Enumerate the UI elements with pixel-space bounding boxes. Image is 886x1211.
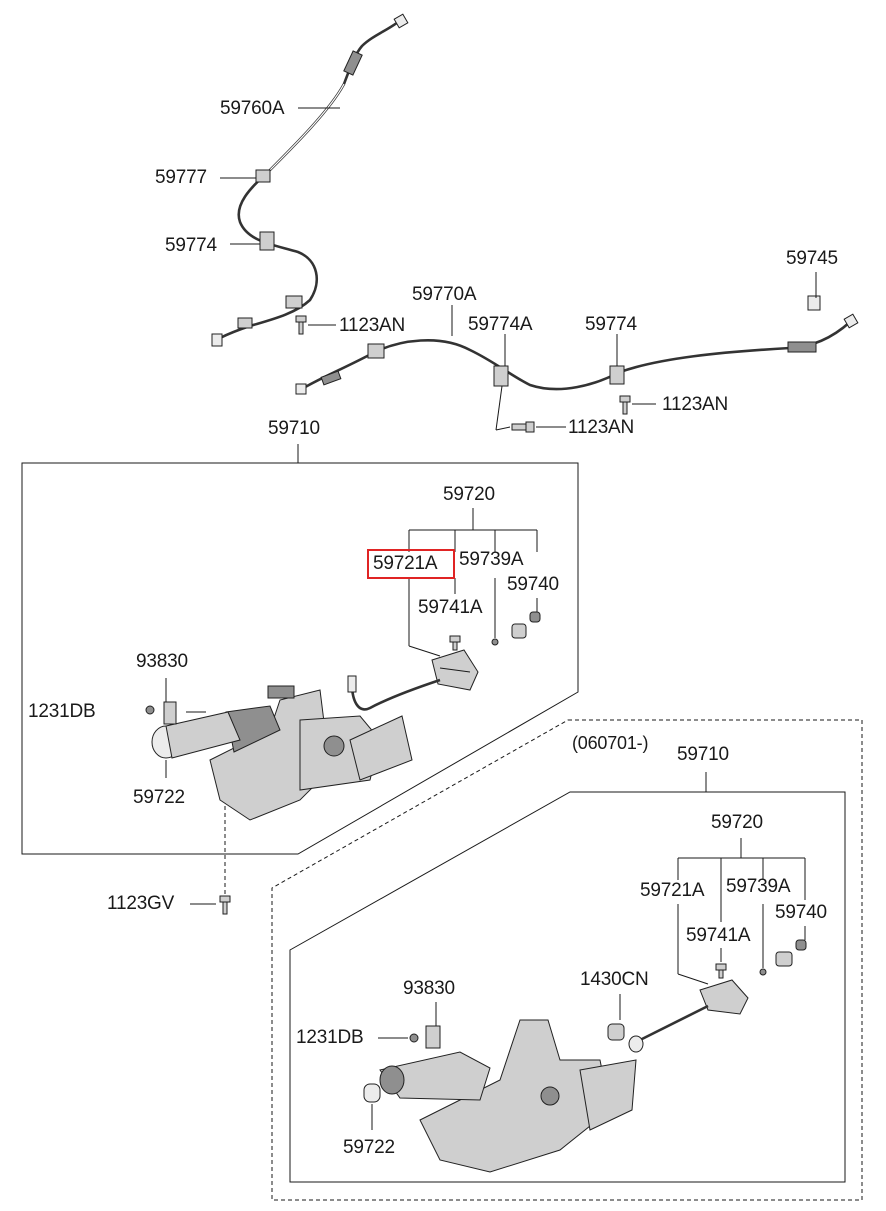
callout-93830-a[interactable]: 93830: [136, 651, 188, 672]
bracket-59721A-b: [607, 979, 749, 1053]
callout-59720-a[interactable]: 59720: [443, 484, 495, 505]
callout-59774-top[interactable]: 59774: [165, 235, 217, 256]
callout-59740-a[interactable]: 59740: [507, 574, 559, 595]
callout-060701[interactable]: (060701-): [572, 733, 649, 753]
bracket-59721A-a: [347, 649, 479, 711]
callout-1231DB-a[interactable]: 1231DB: [28, 701, 96, 722]
callout-59721A-b[interactable]: 59721A: [640, 880, 705, 901]
callout-59745[interactable]: 59745: [786, 248, 838, 269]
callout-93830-b[interactable]: 93830: [403, 978, 455, 999]
lever-assembly-b: [363, 1019, 637, 1173]
highlight-box-59721A: [367, 549, 455, 579]
parts-59740-59739A-b: [715, 939, 807, 979]
assembly-box-59710-a: [21, 444, 579, 855]
callout-59770A[interactable]: 59770A: [412, 284, 477, 305]
callout-1123AN-a[interactable]: 1123AN: [339, 315, 406, 336]
callout-1123AN-c[interactable]: 1123AN: [568, 417, 635, 438]
callout-59741A-b[interactable]: 59741A: [686, 925, 751, 946]
callout-1123GV[interactable]: 1123GV: [107, 893, 175, 914]
callout-59710-a[interactable]: 59710: [268, 418, 320, 439]
variant-box-060701: [271, 719, 863, 1201]
callout-59722-a[interactable]: 59722: [133, 787, 185, 808]
bolt-1123AN-c-icon: [511, 421, 535, 433]
callout-59741A-a[interactable]: 59741A: [418, 597, 483, 618]
cable-59760A: [211, 13, 409, 347]
callout-59739A-a[interactable]: 59739A: [459, 549, 524, 570]
callout-1231DB-b[interactable]: 1231DB: [296, 1027, 364, 1048]
callout-59760A[interactable]: 59760A: [220, 98, 285, 119]
callout-59777[interactable]: 59777: [155, 167, 207, 188]
callout-59774-right[interactable]: 59774: [585, 314, 637, 335]
callout-59774A[interactable]: 59774A: [468, 314, 533, 335]
bolt-1123AN-a-icon: [295, 315, 307, 335]
callout-59740-b[interactable]: 59740: [775, 902, 827, 923]
callout-59739A-b[interactable]: 59739A: [726, 876, 791, 897]
bolt-1123AN-b-icon: [619, 395, 631, 415]
cable-59770A: [295, 295, 859, 395]
callout-59710-b[interactable]: 59710: [677, 744, 729, 765]
assembly-box-59710-b: [289, 772, 846, 1183]
parts-59740-59739A-a: [449, 611, 541, 651]
leader-lines-top: [220, 107, 817, 431]
bolt-1123GV-icon: [190, 806, 231, 915]
callout-59722-b[interactable]: 59722: [343, 1137, 395, 1158]
lever-assembly-a: [145, 685, 413, 821]
callout-59721A-a[interactable]: 59721A: [373, 553, 438, 574]
callout-59720-b[interactable]: 59720: [711, 812, 763, 833]
callout-1123AN-b[interactable]: 1123AN: [662, 394, 729, 415]
callout-1430CN[interactable]: 1430CN: [580, 969, 649, 990]
